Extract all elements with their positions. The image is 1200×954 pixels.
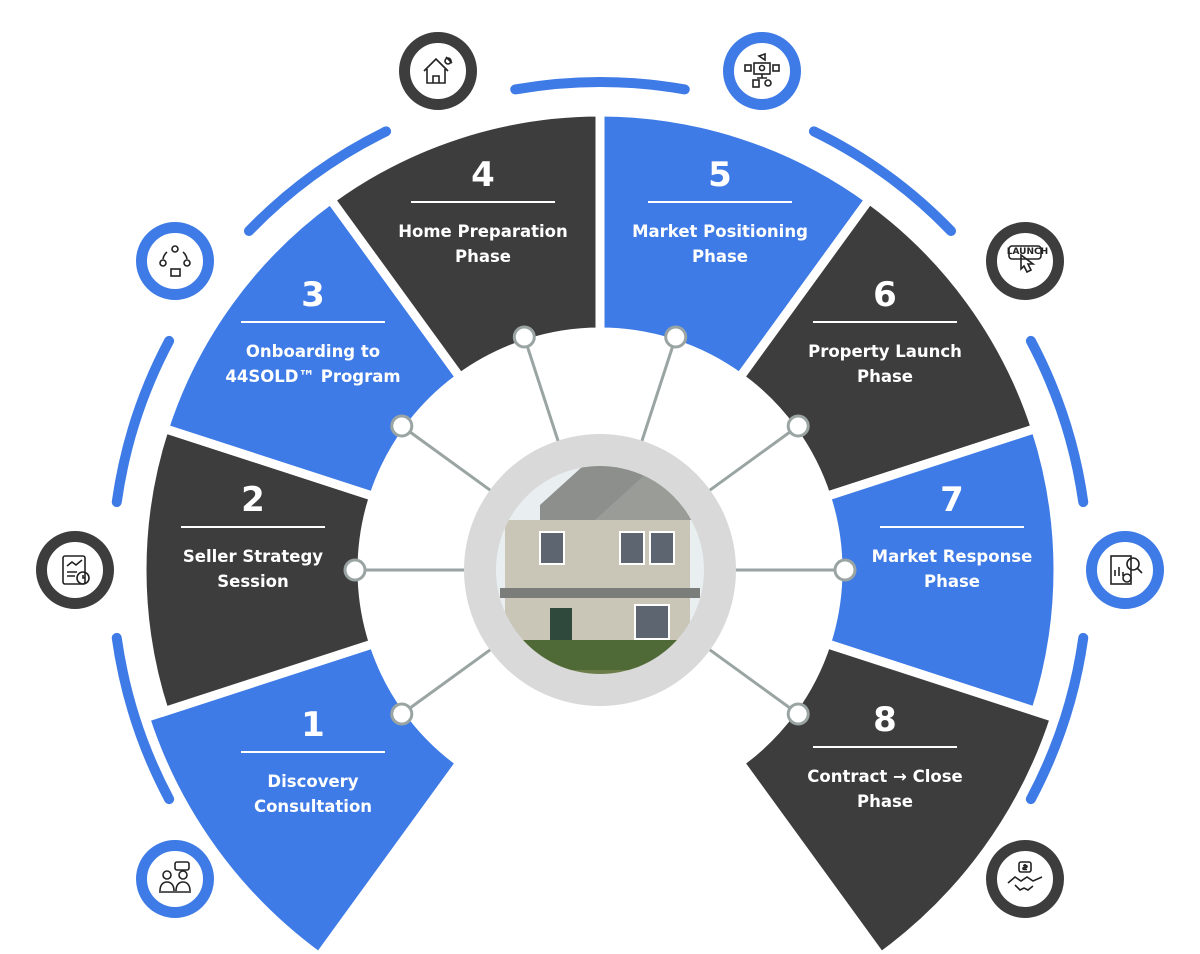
connector-node <box>390 414 414 438</box>
onboarding-cycle-icon <box>136 222 215 301</box>
phase-segment-8[interactable] <box>733 637 1061 954</box>
divider <box>241 321 385 323</box>
phase-number: 8 <box>873 700 897 740</box>
outer-ring-arc <box>243 126 392 237</box>
launch-button-icon: LAUNCH <box>985 222 1064 301</box>
phase-number: 7 <box>940 480 964 520</box>
strategy-clipboard-icon <box>36 531 114 609</box>
phase-segment-1[interactable] <box>139 637 467 954</box>
digital-marketing-icon <box>723 31 802 110</box>
phase-title: Market Response <box>871 547 1033 566</box>
outer-ring-arc <box>1025 335 1089 508</box>
connector-line <box>400 424 496 495</box>
phase-number: 5 <box>708 155 732 195</box>
phase-title: Phase <box>924 572 980 591</box>
phase-number: 2 <box>241 480 265 520</box>
connector-line <box>704 645 800 716</box>
phase-segment-6[interactable] <box>733 193 1042 503</box>
outer-ring-arc <box>111 335 175 508</box>
consultation-meeting-icon <box>136 839 215 918</box>
connector-line <box>400 645 496 716</box>
connector-line <box>704 424 800 495</box>
handshake-deal-icon <box>985 839 1064 918</box>
divider <box>813 321 957 323</box>
phase-title: Market Positioning <box>632 222 808 241</box>
phase-segment-7[interactable] <box>820 422 1063 718</box>
connector-node <box>786 414 810 438</box>
phase-segment-4[interactable] <box>324 107 605 384</box>
phase-title: Session <box>217 572 289 591</box>
phase-number: 1 <box>301 705 325 745</box>
divider <box>648 201 792 203</box>
phase-title: Phase <box>455 247 511 266</box>
connector-node <box>512 325 536 349</box>
phase-number: 6 <box>873 275 897 315</box>
phase-number: 4 <box>471 155 495 195</box>
phase-title: Contract → Close <box>807 767 963 786</box>
launch-icon-text: LAUNCH <box>1006 247 1049 258</box>
divider <box>411 201 555 203</box>
divider <box>880 526 1024 528</box>
connector-line <box>522 336 562 447</box>
outer-ring-arc <box>1025 632 1089 805</box>
phase-title: Home Preparation <box>398 222 568 241</box>
connector-node <box>343 558 367 582</box>
connector-line <box>638 336 678 447</box>
divider <box>813 746 957 748</box>
house-photo <box>496 466 704 674</box>
outer-ring-arc <box>510 77 690 95</box>
connector-node <box>833 558 857 582</box>
phase-title: Onboarding to <box>245 342 381 361</box>
phase-title: 44SOLD™ Program <box>225 367 401 386</box>
phase-title: Phase <box>857 792 913 811</box>
divider <box>241 751 385 753</box>
phase-title: Phase <box>857 367 913 386</box>
divider <box>181 526 325 528</box>
phase-title: Phase <box>692 247 748 266</box>
phase-title: Seller Strategy <box>182 547 324 566</box>
connector-node <box>664 325 688 349</box>
house-repair-icon <box>398 31 477 110</box>
phase-segment-2[interactable] <box>137 422 380 718</box>
outer-ring-arc <box>808 126 957 237</box>
phase-segment-3[interactable] <box>158 193 467 503</box>
phase-title: Discovery Consultation <box>253 772 373 816</box>
connector-node <box>390 702 414 726</box>
market-report-icon <box>1086 531 1164 609</box>
connector-node <box>786 702 810 726</box>
phase-title: Property Launch <box>808 342 962 361</box>
outer-ring-arc <box>111 632 175 805</box>
phase-segment-5[interactable] <box>595 107 876 384</box>
phase-number: 3 <box>301 275 325 315</box>
